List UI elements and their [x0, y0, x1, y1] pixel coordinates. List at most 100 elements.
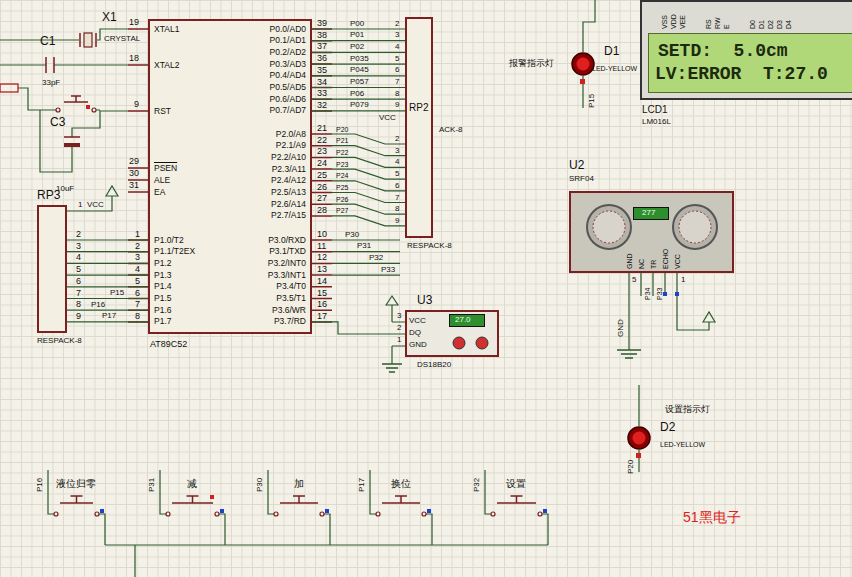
pin-number: 26	[317, 182, 327, 193]
pin-number: 31	[129, 180, 139, 191]
pin-name: D1	[757, 20, 766, 29]
pin-number: 3	[397, 311, 401, 321]
part-value: CRYSTAL	[104, 34, 140, 44]
pin-name: RS	[704, 19, 713, 29]
terminal	[56, 108, 60, 112]
net-label: P22	[336, 148, 348, 157]
pin-name: P1.2	[154, 258, 172, 269]
net-label: P01	[350, 30, 364, 40]
pin-name: P2.7/A15	[271, 210, 306, 221]
net-label: P16	[91, 300, 105, 310]
pin-marker	[663, 292, 667, 296]
terminal	[538, 512, 542, 516]
pin-number: 5	[395, 54, 399, 64]
resistor-symbol	[0, 84, 18, 92]
net-label: P17	[102, 311, 116, 321]
net-label: P33	[381, 265, 395, 275]
pin-name: GND	[409, 340, 427, 350]
pin-number: 4	[395, 157, 399, 167]
wire-connector	[312, 99, 405, 100]
transducer-mesh	[679, 211, 711, 243]
pin-number: 12	[317, 252, 327, 263]
net-label: P15	[587, 94, 597, 108]
pin-name: P0.6/AD6	[270, 94, 306, 105]
pin-marker	[86, 105, 90, 109]
part-value: SRF04	[569, 174, 594, 184]
pin-number: 9	[76, 311, 81, 322]
pin-name: P1.4	[154, 281, 172, 292]
pin-name: P1.7	[154, 316, 172, 327]
net-label: P24	[336, 171, 348, 180]
terminal	[92, 108, 96, 112]
wire-connector	[312, 52, 405, 53]
transducers	[571, 193, 732, 271]
pin-marker	[210, 495, 214, 499]
net-label: P26	[336, 195, 348, 204]
pin-name: VDD	[669, 14, 678, 29]
pin-name: D0	[748, 20, 757, 29]
pin-name: P3.0/RXD	[268, 235, 306, 246]
button-label: 设置	[506, 477, 526, 490]
pin-marker	[220, 509, 224, 513]
pin-number: 17	[317, 311, 327, 322]
power-label: VCC	[379, 113, 396, 123]
terminals	[54, 108, 542, 516]
display-value: 277	[642, 208, 655, 218]
pin-number: 8	[395, 204, 399, 214]
wire-connector	[67, 251, 148, 252]
resistor-pack: RP2ACK-8RESPACK-8	[405, 17, 433, 238]
part-value: LED-YELLOW	[592, 64, 637, 73]
pin-name: P2.5/A13	[271, 187, 306, 198]
pin-number: 6	[395, 65, 399, 75]
terminal	[376, 512, 380, 516]
lcd-line: LV:ERROR T:27.0	[655, 63, 828, 86]
part-ref: C1	[40, 34, 55, 49]
pin-marker	[325, 509, 329, 513]
knob	[476, 337, 488, 349]
pin-number: 6	[395, 181, 399, 191]
part-ref: RP2	[409, 101, 428, 114]
wire-connector	[312, 87, 405, 88]
button-label: 液位归零	[56, 477, 96, 490]
net-label: P20	[626, 460, 636, 474]
pin-number: 4	[76, 252, 81, 263]
part-value: DS18B20	[417, 360, 451, 370]
pin-number: 36	[317, 53, 327, 64]
pin-number: 2	[395, 134, 399, 144]
part-ref: U2	[569, 158, 584, 173]
terminal	[95, 512, 99, 516]
led-symbol: D2LED-YELLOW设置指示灯	[627, 426, 651, 450]
net-label: P32	[369, 253, 383, 263]
pin-number: 9	[395, 100, 399, 110]
part-ref: X1	[102, 10, 117, 25]
pin-name: P2.3/A11	[272, 164, 306, 175]
terminal	[166, 512, 170, 516]
button-label: 减	[187, 477, 197, 490]
pin-number: 7	[395, 77, 399, 87]
led-ring	[628, 427, 650, 449]
pin-name: P0.4/AD4	[270, 70, 306, 81]
net-label: P27	[336, 206, 348, 215]
net-label: P31	[147, 478, 157, 492]
pin-name: P3.2/INT0	[268, 258, 306, 269]
part-ref: U3	[417, 293, 432, 308]
pin-name: E	[722, 24, 731, 29]
pin-number: 4	[135, 264, 140, 275]
pin-number: 7	[135, 299, 140, 310]
pin-name: D4	[784, 20, 793, 29]
transducer	[587, 205, 631, 249]
net-label: P30	[345, 230, 359, 240]
net-label: P079	[350, 100, 369, 110]
wire-connector	[312, 322, 405, 334]
pin-name: P0.7/AD7	[270, 105, 306, 116]
resistor-pack: RP3RESPACK-8	[37, 205, 67, 333]
part-ref: D1	[604, 44, 619, 59]
sensor-module: U3VCCDQGND27.0DS18B20	[405, 310, 499, 357]
pin-number: 21	[317, 123, 327, 134]
pin-name: VEE	[678, 15, 687, 29]
part-number: AT89C52	[150, 339, 187, 350]
pin-number: 13	[317, 264, 327, 275]
pin-name: ECHO	[661, 249, 670, 269]
pin-number: 2	[76, 229, 81, 240]
net-label: P20	[336, 125, 348, 134]
